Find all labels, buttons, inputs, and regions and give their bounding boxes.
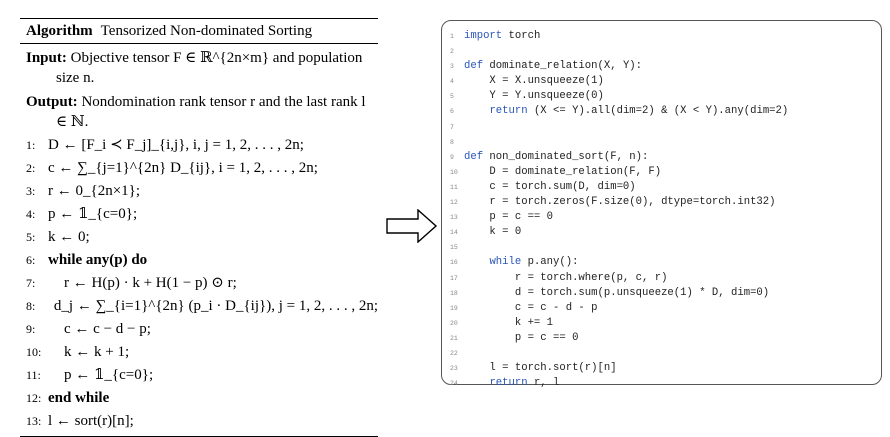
code-keyword: return [489, 377, 528, 390]
algorithm-title: Tensorized Non-dominated Sorting [100, 23, 313, 39]
code-line: 8 [450, 135, 875, 150]
line-number: 23 [450, 365, 458, 373]
algorithm-line: 4:p ← 𝟙_{c=0}; [26, 206, 138, 222]
output-text: Nondomination rank tensor r and the last… [56, 94, 366, 130]
header-rule [20, 43, 378, 44]
line-number: 19 [450, 304, 458, 312]
code-line: 13 p = c == 0 [450, 210, 875, 225]
line-number: 5 [450, 93, 454, 101]
line-number: 6 [450, 108, 454, 116]
algorithm-line: 3:r ← 0_{2n×1}; [26, 183, 141, 199]
line-number: 22 [450, 349, 458, 357]
code-line: 17 r = torch.where(p, c, r) [450, 271, 875, 286]
algorithm-keyword: Algorithm [26, 23, 93, 39]
code-line: 18 d = torch.sum(p.unsqueeze(1) * D, dim… [450, 286, 875, 301]
code-line: 12 r = torch.zeros(F.size(0), dtype=torc… [450, 195, 875, 210]
algorithm-line: 10:k ← k + 1; [26, 344, 130, 360]
code-keyword: return [489, 105, 528, 118]
code-keyword: def [464, 150, 484, 163]
line-number: 20 [450, 319, 458, 327]
code-line: 20 k += 1 [450, 316, 875, 331]
input-label: Input: [26, 50, 67, 66]
code-line: 4 X = X.unsqueeze(1) [450, 74, 875, 89]
line-number: 3 [450, 63, 454, 71]
code-line: 6 return (X <= Y).all(dim=2) & (X < Y).a… [450, 104, 875, 119]
code-line: 10 D = dominate_relation(F, F) [450, 165, 875, 180]
line-number: 24 [450, 380, 458, 388]
algorithm-steps: 1:D ← [F_i ≺ F_j]_{i,j}, i, j = 1, 2, . … [20, 134, 378, 433]
code-line: 21 p = c == 0 [450, 331, 875, 346]
code-line: 5 Y = Y.unsqueeze(0) [450, 89, 875, 104]
right-arrow-icon [386, 209, 438, 243]
code-line: 22 [450, 346, 875, 361]
line-number: 11 [450, 183, 458, 191]
algorithm-line: 1:D ← [F_i ≺ F_j]_{i,j}, i, j = 1, 2, . … [26, 137, 304, 153]
line-number: 14 [450, 229, 458, 237]
line-number: 18 [450, 289, 458, 297]
line-number: 13 [450, 214, 458, 222]
line-number: 1 [450, 33, 454, 40]
line-number: 16 [450, 259, 458, 267]
code-line: 23 l = torch.sort(r)[n] [450, 361, 875, 376]
line-number: 21 [450, 334, 458, 342]
input-spec: Input: Objective tensor F ∈ ℝ^{2n×m} and… [26, 48, 378, 88]
line-number: 12 [450, 199, 458, 207]
algorithm-line: 7:r ← H(p) · k + H(1 − p) ⊙ r; [26, 275, 237, 291]
line-number: 8 [450, 138, 454, 146]
code-line: 7 [450, 120, 875, 135]
algorithm-line: 12:end while [26, 390, 110, 406]
code-line: 2 [450, 44, 875, 59]
line-number: 2 [450, 48, 454, 56]
algorithm-line: 6:while any(p) do [26, 252, 148, 268]
code-line: 11 c = torch.sum(D, dim=0) [450, 180, 875, 195]
top-rule [20, 18, 378, 19]
code-line: 15 [450, 240, 875, 255]
code-line: 24 return r, l [450, 376, 875, 391]
algorithm-line: 11:p ← 𝟙_{c=0}; [26, 367, 154, 383]
algorithm-line: 2:c ← ∑_{j=1}^{2n} D_{ij}, i = 1, 2, . .… [26, 160, 318, 176]
output-label: Output: [26, 94, 78, 110]
algorithm-line: 13:l ← sort(r)[n]; [26, 413, 134, 429]
algorithm-header: Algorithm Tensorized Non-dominated Sortin… [20, 19, 378, 43]
line-number: 17 [450, 274, 458, 282]
code-line: 16 while p.any(): [450, 255, 875, 270]
line-number: 9 [450, 153, 454, 161]
algorithm-line: 9:c ← c − d − p; [26, 321, 151, 337]
line-number: 7 [450, 123, 454, 131]
input-text: Objective tensor F ∈ ℝ^{2n×m} and popula… [56, 50, 363, 86]
algorithm-line: 5:k ← 0; [26, 229, 90, 245]
code-line: 19 c = c - d - p [450, 301, 875, 316]
code-keyword: import [464, 30, 503, 42]
io-block: Input: Objective tensor F ∈ ℝ^{2n×m} and… [20, 48, 378, 132]
output-spec: Output: Nondomination rank tensor r and … [26, 92, 378, 132]
line-number: 10 [450, 168, 458, 176]
line-number: 15 [450, 244, 458, 252]
line-number: 4 [450, 78, 454, 86]
code-line: 14 k = 0 [450, 225, 875, 240]
algorithm-box: Algorithm Tensorized Non-dominated Sortin… [20, 18, 378, 437]
algorithm-line: 8:d_j ← ∑_{i=1}^{2n} (p_i · D_{ij}), j =… [26, 298, 378, 314]
code-keyword: def [464, 60, 484, 73]
code-keyword: while [489, 256, 522, 269]
